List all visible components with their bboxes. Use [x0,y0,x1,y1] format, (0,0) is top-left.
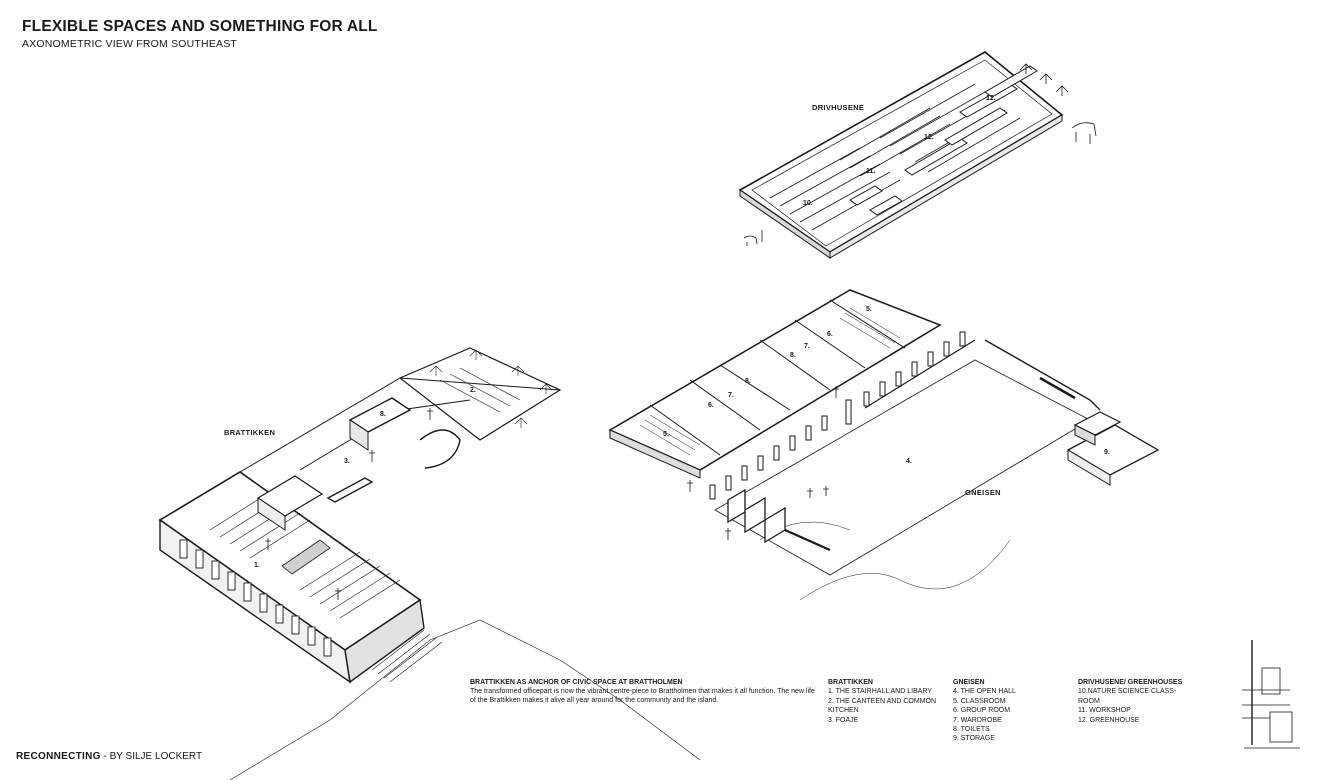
room-number: 7. [728,392,734,399]
room-number: 6. [827,331,833,338]
room-number: 8. [745,378,751,385]
room-number: 1. [254,562,260,569]
legend-brattikken: BRATTIKKEN 1. THE STAIRHALL AND LIBARY 2… [828,678,946,725]
page-title: FLEXIBLE SPACES AND SOMETHING FOR ALL [22,18,378,35]
room-number: 12. [986,95,996,102]
legend-item: 11. WORKSHOP [1078,707,1131,715]
legend-item: 5. CLASSROOM [953,697,1006,705]
page-subtitle: AXONOMETRIC VIEW FROM SOUTHEAST [22,38,238,50]
room-number: 4. [906,458,912,465]
label-gneisen: GNEISEN [965,488,1001,497]
room-number: 5. [866,306,872,313]
description-body: The transformed officepart is now the vi… [470,688,815,704]
room-number: 2. [470,387,476,394]
drivhusene-building [738,51,1097,259]
room-number: 3. [344,458,350,465]
room-number: 10. [803,200,813,207]
legend-item: 7. WARDROBE [953,716,1002,724]
room-number: 8. [790,352,796,359]
room-number: 11. [866,168,876,175]
footer-credit: RECONNECTING - BY SILJE LOCKERT [16,751,202,762]
gneisen-building [265,289,1160,601]
room-number: 6. [708,402,714,409]
legend-item: 12. GREENHOUSE [1078,716,1140,724]
site-key-map [1242,640,1300,749]
room-number: 12. [924,134,934,141]
room-number: 5. [663,431,669,438]
room-number: 9. [1104,449,1110,456]
legend-heading: GNEISEN [953,679,985,686]
legend-drivhusene: DRIVHUSENE/ GREENHOUSES 10.NATURE SCIENC… [1078,678,1198,725]
legend-item: 6. GROUP ROOM [953,707,1011,715]
legend-heading: DRIVHUSENE/ GREENHOUSES [1078,679,1183,686]
footer-author: - BY SILJE LOCKERT [100,751,203,762]
legend-item: 9. STORAGE [953,735,995,743]
legend-item: 3. FOAJE [828,716,859,724]
label-brattikken: BRATTIKKEN [224,428,276,437]
legend-item: 8. TOILETS [953,726,990,734]
legend-heading: BRATTIKKEN [828,679,873,686]
legend-item: 4. THE OPEN HALL [953,688,1016,696]
description-heading: BRATTIKKEN AS ANCHOR OF CIVIC SPACE AT B… [470,679,683,686]
legend-item: 2. THE CANTEEN AND COMMON KITCHEN [828,697,936,715]
label-drivhusene: DRIVHUSENE [812,103,865,112]
legend-item: 10.NATURE SCIENCE CLASS-ROOM [1078,688,1177,705]
legend-item: 1. THE STAIRHALL AND LIBARY [828,688,933,696]
brattikken-building [158,347,701,780]
description-block: BRATTIKKEN AS ANCHOR OF CIVIC SPACE AT B… [470,678,820,705]
room-number: 8. [380,411,386,418]
legend-gneisen: GNEISEN 4. THE OPEN HALL 5. CLASSROOM 6.… [953,678,1053,744]
room-number: 7. [804,343,810,350]
footer-project: RECONNECTING [16,751,101,762]
